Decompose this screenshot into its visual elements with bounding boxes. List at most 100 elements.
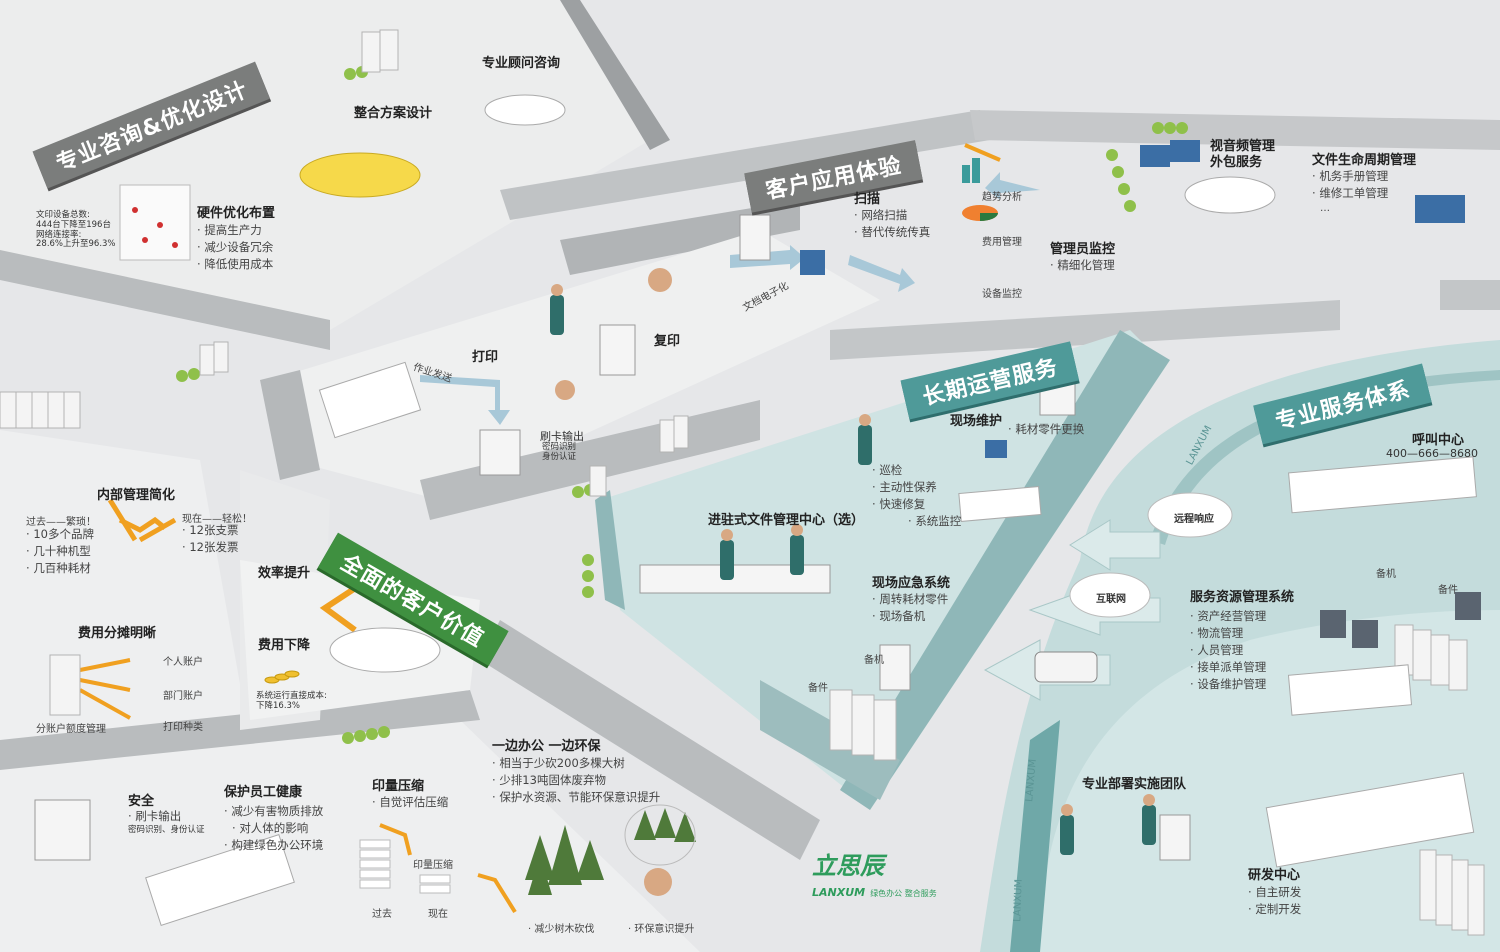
lifecycle-list: 机务手册管理 维修工单管理 (1312, 168, 1388, 202)
logo-cn: 立思辰 (812, 852, 884, 880)
security-title: 安全 (128, 794, 155, 809)
onsite-title: 现场维护 (950, 414, 1003, 429)
list-item: 12张发票 (182, 539, 238, 556)
resource-list: 资产经营管理 物流管理 人员管理 接单派单管理 设备维护管理 (1190, 608, 1266, 693)
device-monitor-label: 设备监控 (982, 289, 1022, 300)
list-item: 提高生产力 (197, 222, 273, 239)
spare-parts-label: 备件 (808, 683, 828, 694)
list-item: 自觉评估压缩 (372, 794, 448, 811)
past-list: 10多个品牌 几十种机型 几百种耗材 (26, 526, 94, 577)
health-list: 减少有害物质排放 对人体的影响 构建绿色办公环境 (224, 803, 323, 854)
copy-label: 复印 (654, 334, 681, 349)
list-item: 减少有害物质排放 (224, 803, 323, 820)
compress-list: 自觉评估压缩 (372, 794, 448, 811)
list-item: 精细化管理 (1050, 257, 1115, 274)
cost-note: 系统运行直接成本: 下降16.3% (256, 691, 327, 711)
list-item: 自主研发 (1248, 884, 1301, 901)
cost-mgmt-label: 费用管理 (982, 237, 1022, 248)
trees-label: · 减少树木砍伐 (528, 924, 595, 935)
list-item: 定制开发 (1248, 901, 1301, 918)
lifecycle-title: 文件生命周期管理 (1312, 153, 1417, 168)
advisory-label: 专业顾问咨询 (482, 56, 561, 71)
list-item: 快速修复 (872, 496, 961, 513)
print-type-label: 打印种类 (163, 722, 203, 733)
lanxum-logo: 立思辰 LANXUM 绿色办公 整合服务 (812, 846, 937, 900)
list-item: 替代传统传真 (854, 224, 930, 241)
list-item: 资产经营管理 (1190, 608, 1266, 625)
lifecycle-more: … (1320, 203, 1330, 214)
list-item: 现场备机 (872, 608, 948, 625)
security-note: 密码识别、身份认证 (128, 825, 205, 835)
list-item: 构建绿色办公环境 (224, 837, 323, 854)
efficiency-label: 效率提升 (258, 566, 311, 581)
scan-title: 扫描 (854, 192, 881, 207)
list-item: 巡检 (872, 462, 961, 479)
list-item: 几十种机型 (26, 543, 94, 560)
onsite-list: 耗材零件更换 (1008, 421, 1084, 438)
personal-account-label: 个人账户 (163, 657, 203, 668)
list-item: 系统监控 (908, 513, 961, 530)
internal-title: 内部管理简化 (97, 488, 176, 503)
list-item: 减少设备冗余 (197, 239, 273, 256)
card-output-label: 刷卡输出 (540, 430, 584, 443)
list-item: 网络扫描 (854, 207, 930, 224)
solution-design-label: 整合方案设计 (354, 106, 433, 121)
ss-spare-parts: 备件 (1438, 585, 1458, 596)
security-list: 刷卡输出 (128, 808, 181, 825)
list-item: 刷卡输出 (128, 808, 181, 825)
list-item: 少排13吨固体废弃物 (492, 772, 660, 789)
emergency-title: 现场应急系统 (872, 576, 951, 591)
compress-label: 印量压缩 (413, 860, 453, 871)
past-label: 过去——繁琐！ (26, 517, 96, 528)
list-item: 设备维护管理 (1190, 676, 1266, 693)
awareness-label: · 环保意识提升 (628, 924, 695, 935)
now-stack-label: 现在 (428, 909, 448, 920)
print-label: 打印 (472, 350, 499, 365)
call-center-title: 呼叫中心 (1412, 433, 1465, 448)
scan-list: 网络扫描 替代传统传真 (854, 207, 930, 241)
cost-down-label: 费用下降 (258, 638, 311, 653)
list-item: 人员管理 (1190, 642, 1266, 659)
admin-list: 精细化管理 (1050, 257, 1115, 274)
hardware-list: 提高生产力 减少设备冗余 降低使用成本 (197, 222, 273, 273)
list-item: 物流管理 (1190, 625, 1266, 642)
list-item: 耗材零件更换 (1008, 421, 1084, 438)
ss-spare-machine: 备机 (1376, 569, 1396, 580)
list-item: 机务手册管理 (1312, 168, 1388, 185)
admin-title: 管理员监控 (1050, 242, 1116, 257)
av-title: 视音频管理 外包服务 (1210, 139, 1276, 170)
now-label: 现在——轻松！ (182, 514, 252, 525)
past-stack-label: 过去 (372, 909, 392, 920)
call-center-phone: 400—666—8680 (1386, 447, 1478, 460)
deploy-team-title: 专业部署实施团队 (1082, 777, 1187, 792)
hardware-title: 硬件优化布置 (197, 206, 276, 221)
emergency-list: 周转耗材零件 现场备机 (872, 591, 948, 625)
eco-list: 相当于少砍200多棵大树 少排13吨固体废弃物 保护水资源、节能环保意识提升 (492, 755, 660, 806)
card-note: 密码识别 身份认证 (542, 442, 577, 462)
eco-title: 一边办公 一边环保 (492, 739, 601, 754)
remote-cloud-label: 远程响应 (1174, 514, 1214, 525)
logo-tagline: 绿色办公 整合服务 (870, 889, 937, 898)
resource-title: 服务资源管理系统 (1190, 590, 1295, 605)
quota-label: 分账户额度管理 (36, 724, 106, 735)
device-stats: 文印设备总数: 444台下降至196台 网络连接率: 28.6%上升至96.3% (36, 210, 116, 250)
compress-title: 印量压缩 (372, 779, 425, 794)
trend-label: 趋势分析 (982, 192, 1022, 203)
spare-machine-label: 备机 (864, 655, 884, 666)
now-list: 12张支票 12张发票 (182, 522, 238, 556)
watermark: LANXUM (1012, 878, 1025, 923)
list-item: 相当于少砍200多棵大树 (492, 755, 660, 772)
list-item: 几百种耗材 (26, 560, 94, 577)
list-item: 维修工单管理 (1312, 185, 1388, 202)
health-title: 保护员工健康 (224, 785, 303, 800)
logo-en: LANXUM (812, 886, 866, 899)
rd-list: 自主研发 定制开发 (1248, 884, 1301, 918)
list-item: 保护水资源、节能环保意识提升 (492, 789, 660, 806)
patrol-list: 巡检 主动性保养 快速修复 系统监控 (872, 462, 961, 530)
list-item: 降低使用成本 (197, 256, 273, 273)
list-item: 12张支票 (182, 522, 238, 539)
allocation-title: 费用分摊明晰 (78, 626, 157, 641)
dept-account-label: 部门账户 (163, 691, 203, 702)
list-item: 主动性保养 (872, 479, 961, 496)
